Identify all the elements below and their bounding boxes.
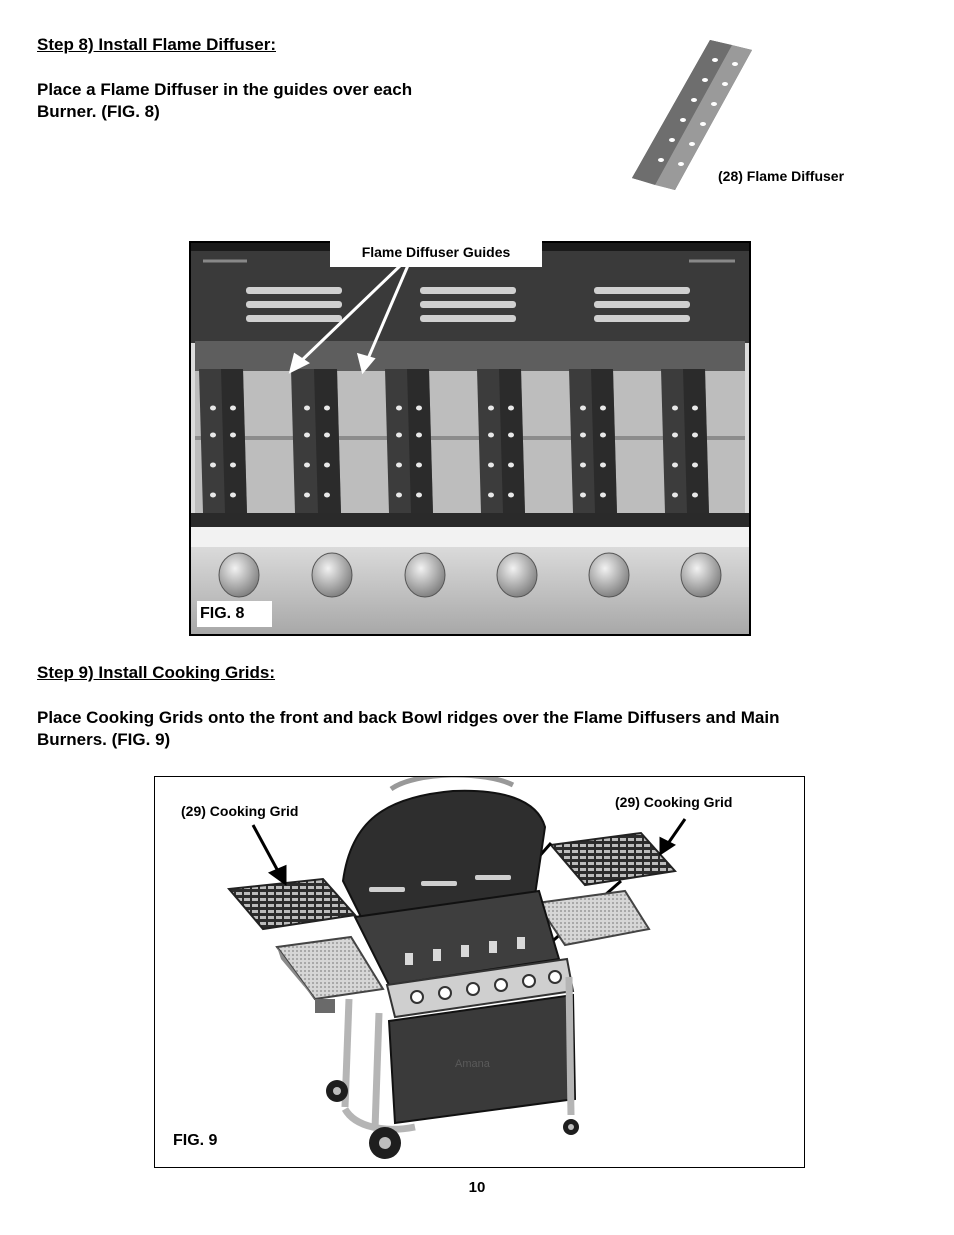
fig8-guides-label: Flame Diffuser Guides <box>330 241 542 267</box>
fig9-right-part-label: (29) Cooking Grid <box>615 794 733 810</box>
fig9-left-part-label: (29) Cooking Grid <box>181 803 299 819</box>
page-number: 10 <box>468 1179 486 1196</box>
fig9-brand-text: Amana <box>455 1058 491 1070</box>
step8-instruction: Place a Flame Diffuser in the guides ove… <box>37 79 497 123</box>
step9-instruction: Place Cooking Grids onto the front and b… <box>37 707 917 751</box>
fig9-frame: Amana <box>154 776 805 1168</box>
fig8-label: FIG. 8 <box>197 601 272 627</box>
fig9-illustration: Amana <box>227 777 687 1159</box>
step9-heading: Step 9) Install Cooking Grids: <box>37 663 276 682</box>
fig8-illustration <box>191 243 749 634</box>
step8-instruction-line2: Burner. (FIG. 8) <box>37 102 160 121</box>
step9-instruction-line2: Burners. (FIG. 9) <box>37 730 171 749</box>
step9-instruction-line1: Place Cooking Grids onto the front and b… <box>37 708 780 727</box>
fig8-frame <box>189 241 751 636</box>
step8-instruction-line1: Place a Flame Diffuser in the guides ove… <box>37 80 413 99</box>
fig9-label: FIG. 9 <box>173 1132 218 1149</box>
step8-heading: Step 8) Install Flame Diffuser: <box>37 35 276 54</box>
flame-diffuser-part-label: (28) Flame Diffuser <box>718 168 845 184</box>
flame-diffuser-illustration <box>632 40 752 190</box>
